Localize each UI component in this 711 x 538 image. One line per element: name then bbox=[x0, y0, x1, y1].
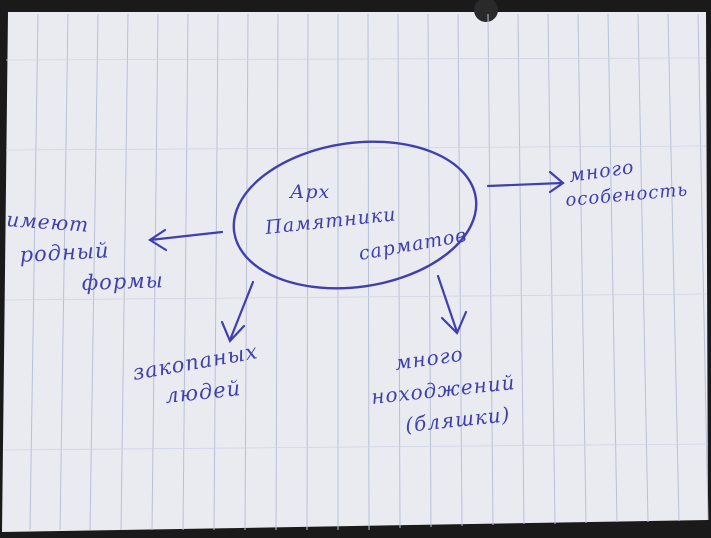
left-text-2: родный bbox=[19, 238, 110, 267]
arrow-left bbox=[148, 230, 224, 242]
arrow-bottom-right-head bbox=[440, 310, 468, 335]
center-text-1: Арх bbox=[288, 181, 330, 203]
arrow-left-head bbox=[147, 228, 168, 252]
arrow-right bbox=[486, 181, 564, 188]
left-text-1: имеют bbox=[6, 207, 90, 237]
left-text-3: формы bbox=[81, 268, 164, 295]
ruled-lines bbox=[29, 13, 709, 531]
faint-grid bbox=[3, 57, 709, 451]
paper-sheet bbox=[2, 12, 708, 532]
pen-tip bbox=[474, 0, 498, 22]
arrow-right-head bbox=[548, 170, 565, 194]
central-ellipse bbox=[232, 140, 478, 290]
arrow-bottom-left-head bbox=[220, 320, 246, 343]
arrows bbox=[147, 170, 565, 343]
arrow-bottom-right bbox=[436, 274, 459, 334]
arrow-bottom-left bbox=[228, 280, 255, 342]
